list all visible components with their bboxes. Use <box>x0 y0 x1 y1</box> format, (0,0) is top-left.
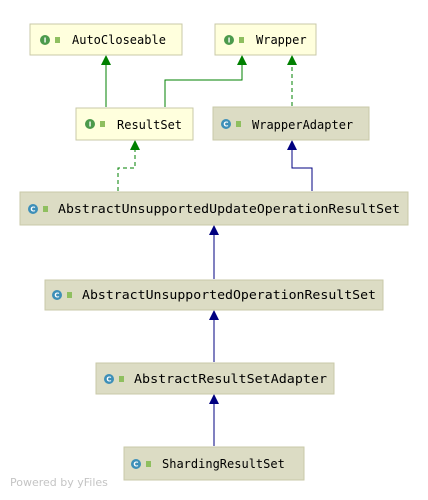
svg-text:C: C <box>223 121 228 129</box>
visibility-icon <box>146 461 151 467</box>
node-label-wrapper-adapter: WrapperAdapter <box>252 118 353 132</box>
node-label-abstract-resultset-adapter: AbstractResultSetAdapter <box>134 372 327 386</box>
svg-text:I: I <box>44 37 47 45</box>
visibility-icon <box>100 121 105 127</box>
node-label-abstract-unsupported-operation: AbstractUnsupportedOperationResultSet <box>82 288 376 302</box>
abstract-class-badge-icon <box>104 374 114 384</box>
edge-resultset-to-wrapper <box>164 55 247 107</box>
svg-text:C: C <box>106 376 111 384</box>
node-label-resultset: ResultSet <box>117 118 182 132</box>
edge-update-to-wrapper-adapter <box>287 140 313 191</box>
node-label-abstract-unsupported-update: AbstractUnsupportedUpdateOperationResult… <box>58 202 400 216</box>
abstract-class-badge-icon <box>28 204 38 214</box>
node-label-sharding-resultset: ShardingResultSet <box>162 457 285 471</box>
svg-text:I: I <box>228 37 231 45</box>
edge-update-to-resultset <box>117 140 140 191</box>
node-abstract-unsupported-operation[interactable]: C AbstractUnsupportedOperationResultSet <box>44 279 384 311</box>
visibility-icon <box>119 376 124 382</box>
class-badge-icon <box>131 459 141 469</box>
visibility-icon <box>43 206 48 212</box>
edges <box>101 55 313 446</box>
svg-text:C: C <box>54 292 59 300</box>
visibility-icon <box>239 37 244 43</box>
visibility-icon <box>236 121 241 127</box>
node-sharding-resultset[interactable]: C ShardingResultSet <box>123 446 305 481</box>
node-autocloseable[interactable]: I AutoCloseable <box>29 23 183 56</box>
svg-text:I: I <box>89 121 92 129</box>
node-wrapper-adapter[interactable]: C WrapperAdapter <box>212 106 370 141</box>
node-label-autocloseable: AutoCloseable <box>72 33 166 47</box>
node-resultset[interactable]: I ResultSet <box>75 107 194 141</box>
interface-badge-icon <box>224 35 234 45</box>
interface-badge-icon <box>40 35 50 45</box>
node-abstract-unsupported-update[interactable]: C AbstractUnsupportedUpdateOperationResu… <box>19 191 409 226</box>
visibility-icon <box>67 292 72 298</box>
visibility-icon <box>55 37 60 43</box>
class-badge-icon <box>221 119 231 129</box>
node-abstract-resultset-adapter[interactable]: C AbstractResultSetAdapter <box>95 362 335 395</box>
abstract-class-badge-icon <box>52 290 62 300</box>
yfiles-watermark: Powered by yFiles <box>10 476 108 489</box>
svg-text:C: C <box>133 461 138 469</box>
node-label-wrapper: Wrapper <box>256 33 307 47</box>
node-wrapper[interactable]: I Wrapper <box>214 23 317 56</box>
interface-badge-icon <box>85 119 95 129</box>
svg-text:C: C <box>30 206 35 214</box>
